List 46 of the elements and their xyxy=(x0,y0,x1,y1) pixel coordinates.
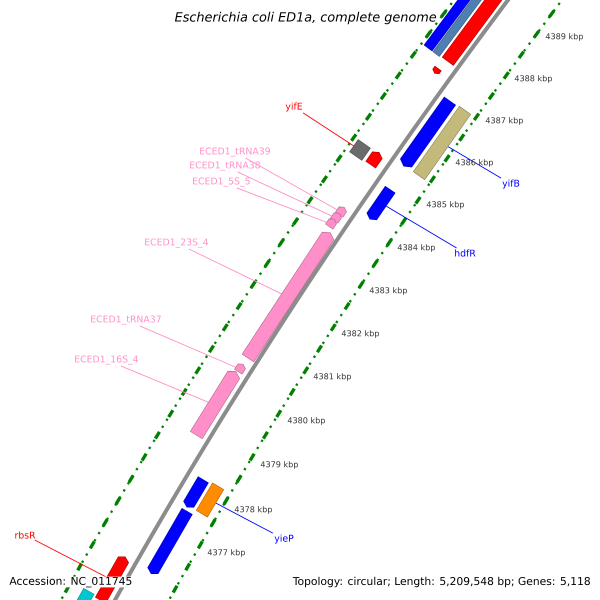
gene-feature xyxy=(242,232,334,362)
tick-label: 4384 kbp xyxy=(398,244,435,252)
gene-label: ECED1_tRNA38 xyxy=(190,161,260,171)
tick-label: 4381 kbp xyxy=(314,373,351,381)
gene-feature xyxy=(234,364,246,374)
leader-line xyxy=(386,206,458,248)
leader-line xyxy=(302,112,354,146)
tick-label: 4378 kbp xyxy=(234,506,272,514)
gene-feature xyxy=(366,186,396,220)
tick-label: 4389 kbp xyxy=(546,33,583,41)
gene-label: hdfR xyxy=(455,249,476,257)
genome-stats-text: Topology: circular; Length: 5,209,548 bp; Genes: 5,118 xyxy=(292,576,591,588)
accession-text: Accession: NC_011745 xyxy=(9,576,132,588)
tick-label: 4377 kbp xyxy=(208,549,245,557)
gene-label: yieP xyxy=(274,534,294,544)
gene-feature xyxy=(330,212,342,224)
leader-line xyxy=(237,172,332,216)
gene-label: ECED1_tRNA37 xyxy=(91,315,161,325)
gene-label: rbsR xyxy=(15,531,36,539)
gene-feature xyxy=(335,206,347,218)
gene-label: ECED1_16S_4 xyxy=(75,355,138,365)
tick-label: 4388 kbp xyxy=(514,75,552,83)
tick-label: 4383 kbp xyxy=(370,287,407,295)
tick-label: 4386 kbp xyxy=(456,159,493,167)
tick-label: 4382 kbp xyxy=(342,330,379,338)
leader-line xyxy=(188,248,282,294)
gene-feature xyxy=(349,139,371,161)
gene-feature xyxy=(190,370,240,440)
gene-label: yifE xyxy=(286,102,302,112)
tick-label: 4379 kbp xyxy=(260,461,298,469)
leader-line xyxy=(245,158,338,210)
leader-line xyxy=(34,540,107,578)
leader-line xyxy=(120,366,209,403)
gene-label: ECED1_tRNA39 xyxy=(200,147,270,157)
gene-label: yifB xyxy=(502,179,520,188)
gene-feature xyxy=(325,218,337,230)
leader-line xyxy=(448,146,502,179)
tick-label: 4387 kbp xyxy=(486,117,523,125)
tick-label: 4380 kbp xyxy=(288,417,325,425)
leader-line xyxy=(236,188,327,223)
gene-label: ECED1_23S_4 xyxy=(145,238,208,248)
map-title: Escherichia coli ED1a, complete genome xyxy=(174,12,436,24)
gene-label: ECED1_5S_5 xyxy=(193,177,250,187)
leader-line xyxy=(139,326,236,368)
leader-line xyxy=(216,502,274,534)
tick-label: 4385 kbp xyxy=(426,201,464,209)
